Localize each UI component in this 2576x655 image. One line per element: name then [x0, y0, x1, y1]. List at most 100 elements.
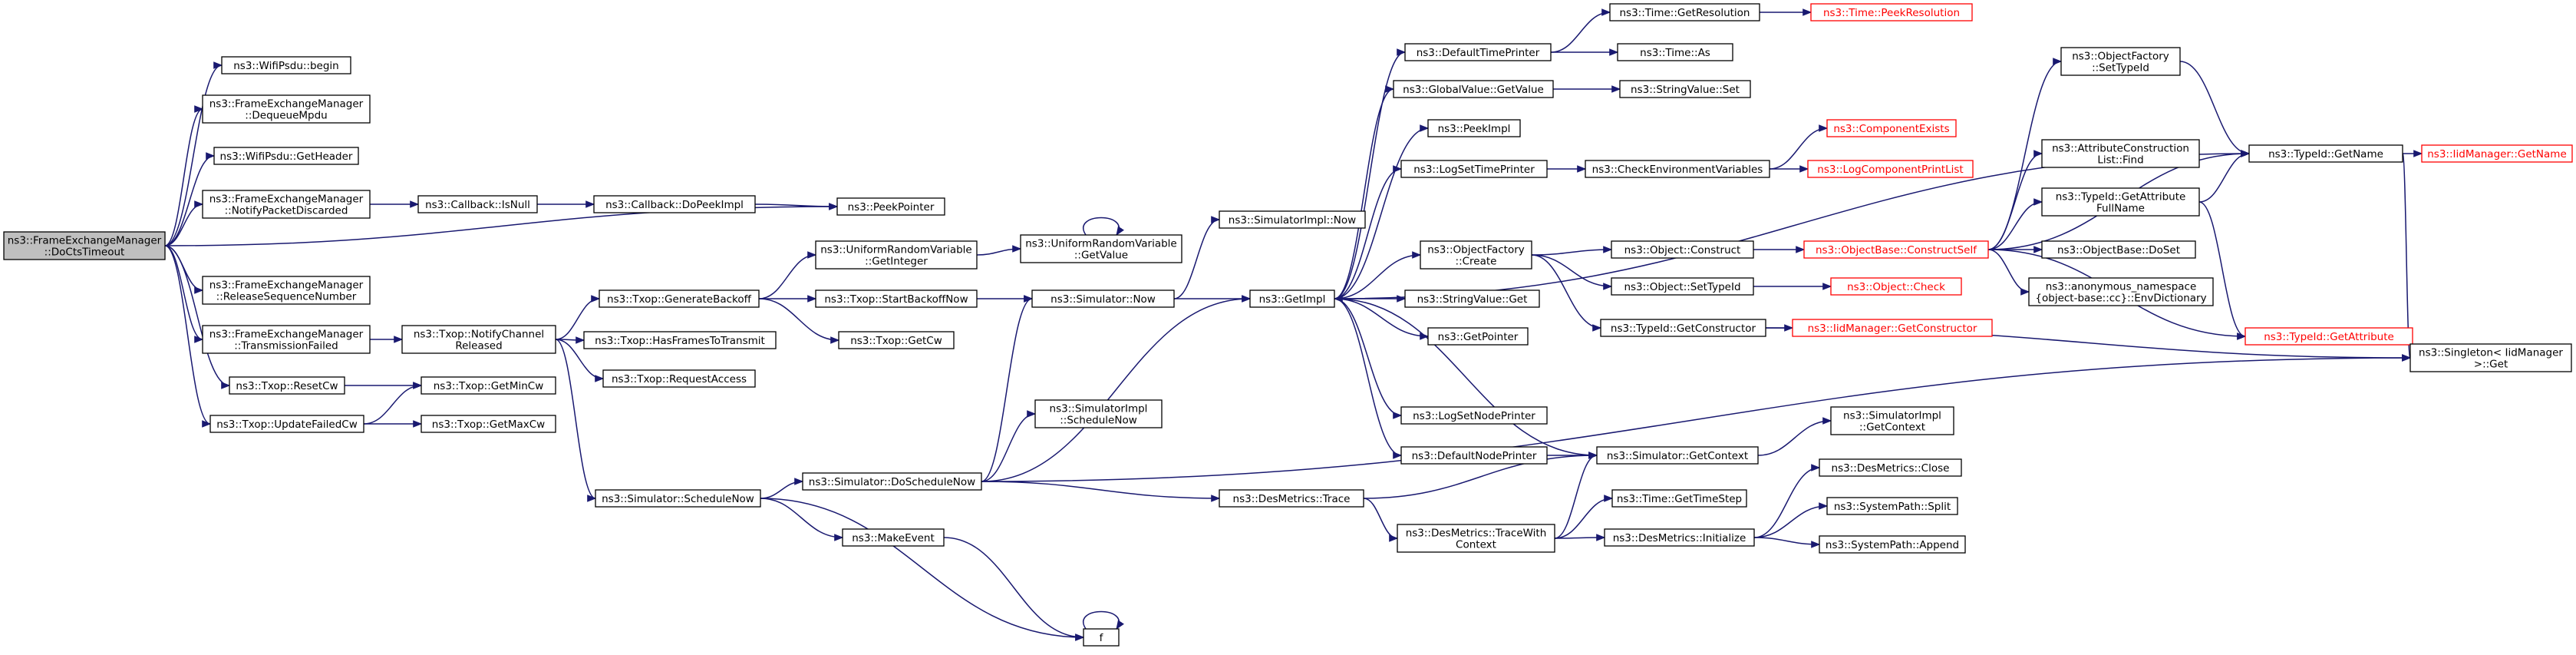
node-txop-hasframes[interactable]: ns3::Txop::HasFramesToTransmit	[583, 331, 777, 349]
node-box[interactable]	[202, 276, 371, 305]
node-iidmanager-getname[interactable]: ns3::IidManager::GetName	[2421, 144, 2573, 163]
node-getpointer[interactable]: ns3::GetPointer	[1427, 327, 1529, 346]
node-box[interactable]	[1792, 319, 1993, 337]
node-f[interactable]: f	[1083, 628, 1120, 647]
node-box[interactable]	[595, 489, 761, 508]
node-singleton-get[interactable]: ns3::Singleton< IidManager>::Get	[2409, 343, 2572, 372]
node-box[interactable]	[1083, 628, 1120, 647]
node-simimpl-schedulenow[interactable]: ns3::SimulatorImpl::ScheduleNow	[1034, 399, 1163, 428]
node-stringvalue-set[interactable]: ns3::StringValue::Set	[1619, 80, 1751, 98]
node-urv-getvalue[interactable]: ns3::UniformRandomVariable::GetValue	[1020, 234, 1182, 263]
node-box[interactable]	[1031, 289, 1175, 308]
node-box[interactable]	[1830, 406, 1954, 435]
node-wifipsdu-begin[interactable]: ns3::WifiPsdu::begin	[221, 56, 351, 74]
node-root[interactable]: ns3::FrameExchangeManager::DoCtsTimeout	[3, 231, 166, 260]
node-box[interactable]	[2041, 187, 2200, 217]
node-callback-isnull[interactable]: ns3::Callback::IsNull	[417, 195, 538, 213]
node-simimpl-getcontext[interactable]: ns3::SimulatorImpl::GetContext	[1830, 406, 1954, 435]
node-box[interactable]	[1034, 399, 1163, 428]
node-txop-getmaxcw[interactable]: ns3::Txop::GetMaxCw	[421, 415, 556, 433]
node-time-gettimestep[interactable]: ns3::Time::GetTimeStep	[1611, 489, 1747, 508]
node-box[interactable]	[836, 197, 945, 216]
node-box[interactable]	[2041, 139, 2200, 168]
node-systempath-append[interactable]: ns3::SystemPath::Append	[1819, 535, 1966, 554]
node-box[interactable]	[2060, 47, 2181, 76]
node-box[interactable]	[1819, 535, 1966, 554]
node-txop-generatebackoff[interactable]: ns3::Txop::GenerateBackoff	[599, 289, 760, 308]
node-defaultnodeprinter[interactable]: ns3::DefaultNodePrinter	[1400, 446, 1548, 465]
node-box[interactable]	[202, 325, 371, 354]
node-box[interactable]	[1400, 160, 1548, 178]
node-box[interactable]	[802, 472, 982, 491]
node-box[interactable]	[1427, 119, 1521, 137]
node-globalvalue-getvalue[interactable]: ns3::GlobalValue::GetValue	[1393, 80, 1554, 98]
node-txop-resetcw[interactable]: ns3::Txop::ResetCw	[229, 376, 345, 395]
node-box[interactable]	[202, 190, 371, 219]
node-box[interactable]	[421, 376, 556, 395]
node-time-peekresolution[interactable]: ns3::Time::PeekResolution	[1810, 3, 1973, 22]
node-typeid-getconstructor[interactable]: ns3::TypeId::GetConstructor	[1600, 319, 1766, 337]
node-box[interactable]	[842, 528, 945, 547]
node-box[interactable]	[2421, 144, 2573, 163]
node-box[interactable]	[209, 415, 364, 433]
node-box[interactable]	[1404, 289, 1540, 308]
node-box[interactable]	[599, 289, 760, 308]
node-box[interactable]	[2248, 144, 2403, 163]
node-box[interactable]	[815, 289, 978, 308]
node-box[interactable]	[1819, 458, 1962, 477]
node-box[interactable]	[838, 331, 955, 349]
node-box[interactable]	[3, 231, 166, 260]
node-box[interactable]	[2245, 327, 2413, 346]
node-anon-envdictionary[interactable]: ns3::anonymous_namespace{object-base::cc…	[2028, 277, 2214, 306]
node-box[interactable]	[1404, 43, 1552, 61]
node-box[interactable]	[213, 147, 359, 165]
node-peekpointer[interactable]: ns3::PeekPointer	[836, 197, 945, 216]
node-fem-notifydiscarded[interactable]: ns3::FrameExchangeManager::NotifyPacketD…	[202, 190, 371, 219]
node-txop-getmincw[interactable]: ns3::Txop::GetMinCw	[421, 376, 556, 395]
node-checkenv[interactable]: ns3::CheckEnvironmentVariables	[1585, 160, 1770, 178]
node-box[interactable]	[401, 325, 556, 354]
node-txop-startbackoff[interactable]: ns3::Txop::StartBackoffNow	[815, 289, 978, 308]
node-box[interactable]	[421, 415, 556, 433]
node-urv-getinteger[interactable]: ns3::UniformRandomVariable::GetInteger	[815, 240, 978, 270]
node-box[interactable]	[1611, 240, 1754, 259]
node-box[interactable]	[1219, 489, 1364, 508]
node-componentexists[interactable]: ns3::ComponentExists	[1826, 119, 1957, 137]
node-peekimpl[interactable]: ns3::PeekImpl	[1427, 119, 1521, 137]
node-box[interactable]	[1617, 43, 1733, 61]
node-desmetrics-close[interactable]: ns3::DesMetrics::Close	[1819, 458, 1962, 477]
node-box[interactable]	[221, 56, 351, 74]
node-box[interactable]	[1826, 497, 1958, 515]
node-sim-now[interactable]: ns3::Simulator::Now	[1031, 289, 1175, 308]
node-txop-getcw[interactable]: ns3::Txop::GetCw	[838, 331, 955, 349]
node-sim-getcontext[interactable]: ns3::Simulator::GetContext	[1596, 446, 1759, 465]
node-box[interactable]	[2409, 343, 2572, 372]
node-box[interactable]	[1611, 277, 1754, 296]
node-objectfactory-create[interactable]: ns3::ObjectFactory::Create	[1420, 240, 1532, 270]
node-objectfactory-settypeid[interactable]: ns3::ObjectFactory::SetTypeId	[2060, 47, 2181, 76]
node-box[interactable]	[1020, 234, 1182, 263]
node-makeevent[interactable]: ns3::MakeEvent	[842, 528, 945, 547]
node-box[interactable]	[1393, 80, 1554, 98]
node-box[interactable]	[1400, 446, 1548, 465]
node-stringvalue-get[interactable]: ns3::StringValue::Get	[1404, 289, 1540, 308]
node-object-check[interactable]: ns3::Object::Check	[1830, 277, 1962, 296]
node-box[interactable]	[602, 369, 756, 388]
node-box[interactable]	[1400, 406, 1548, 425]
node-fem-releaseseq[interactable]: ns3::FrameExchangeManager::ReleaseSequen…	[202, 276, 371, 305]
node-simimpl-now[interactable]: ns3::SimulatorImpl::Now	[1219, 210, 1366, 229]
node-box[interactable]	[417, 195, 538, 213]
node-box[interactable]	[1803, 240, 1989, 259]
node-box[interactable]	[1585, 160, 1770, 178]
node-desmetrics-trace[interactable]: ns3::DesMetrics::Trace	[1219, 489, 1364, 508]
node-box[interactable]	[1397, 524, 1555, 553]
node-box[interactable]	[2028, 277, 2214, 306]
node-systempath-split[interactable]: ns3::SystemPath::Split	[1826, 497, 1958, 515]
node-time-getresolution[interactable]: ns3::Time::GetResolution	[1609, 3, 1760, 22]
node-box[interactable]	[2041, 240, 2196, 259]
node-fem-dequeue[interactable]: ns3::FrameExchangeManager::DequeueMpdu	[202, 94, 371, 124]
